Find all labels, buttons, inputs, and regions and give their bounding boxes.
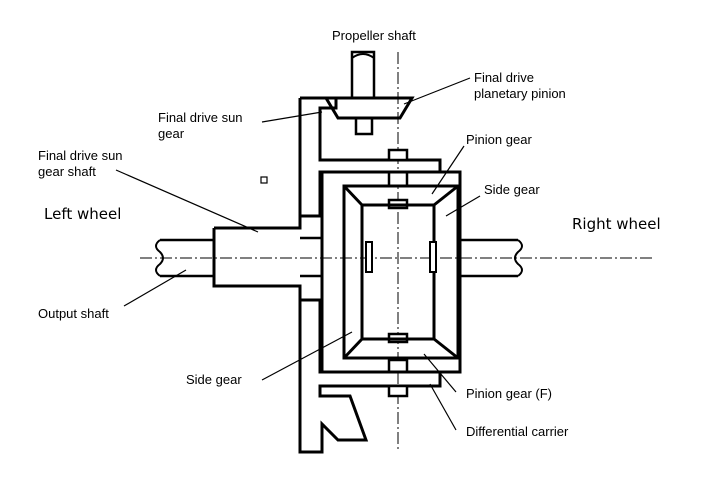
label-final-drive-sun-gear-1: Final drive sun [158,110,243,125]
label-output-shaft: Output shaft [38,306,109,321]
label-side-gear-left: Side gear [186,372,242,387]
label-pinion-gear-f: Pinion gear (F) [466,386,552,401]
label-final-drive-planetary-pinion-2: planetary pinion [474,86,566,101]
leader-lines [115,77,481,431]
propeller-shaft [350,50,376,136]
label-propeller-shaft: Propeller shaft [332,28,416,43]
label-differential-carrier: Differential carrier [466,424,569,439]
label-final-drive-sun-gear-shaft-2: gear shaft [38,164,96,179]
label-side-gear-right: Side gear [484,182,540,197]
label-left-wheel: Left wheel [44,205,122,223]
pinion-gear-top [387,148,409,210]
final-drive-sun-gear [298,96,442,218]
final-drive-planetary-pinion [323,96,415,120]
label-final-drive-sun-gear-shaft-1: Final drive sun [38,148,123,163]
right-spline [429,241,437,273]
label-pinion-gear: Pinion gear [466,132,532,147]
marker-square [260,176,268,184]
carrier-box-inner [342,184,460,360]
output-shaft-left [155,216,322,300]
carrier-box-outer [320,170,462,374]
left-spline [365,241,373,273]
output-shaft-right [460,238,523,278]
label-right-wheel: Right wheel [572,215,661,233]
label-final-drive-sun-gear-2: gear [158,126,185,141]
label-final-drive-planetary-pinion-1: Final drive [474,70,534,85]
